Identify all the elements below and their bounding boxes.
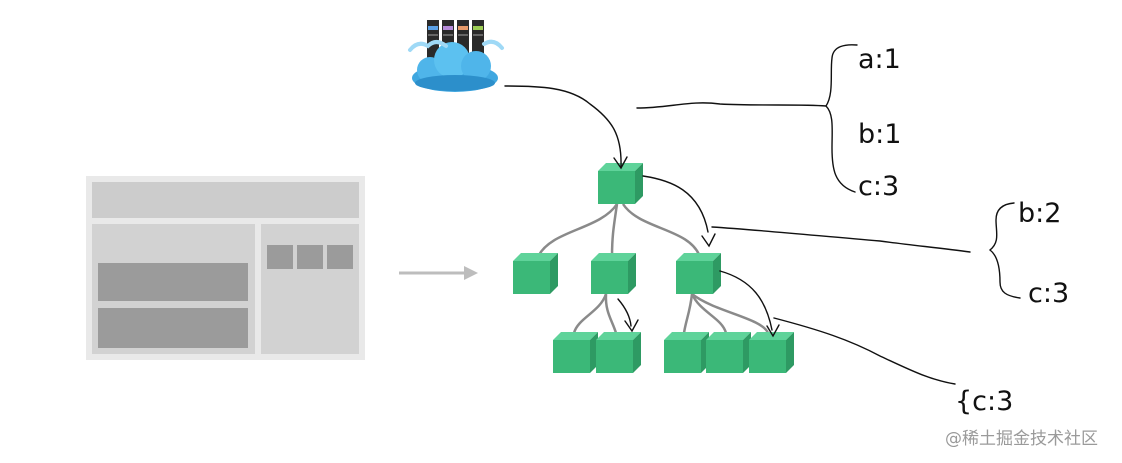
node-leaf-1 bbox=[553, 332, 598, 373]
leaf-state-annotation: {c:3 bbox=[955, 386, 1013, 417]
mid-state-c: c:3 bbox=[1028, 278, 1069, 309]
root-state-annotation: a:1 b:1 c:3 bbox=[858, 44, 901, 202]
node-root bbox=[598, 163, 643, 204]
node-leaf-2 bbox=[596, 332, 641, 373]
node-leaf-3 bbox=[664, 332, 709, 373]
root-state-c: c:3 bbox=[858, 171, 899, 202]
node-leaf-5 bbox=[749, 332, 794, 373]
node-level1-middle bbox=[591, 253, 636, 294]
node-leaf-4 bbox=[706, 332, 751, 373]
node-level1-left bbox=[513, 253, 558, 294]
tree-nodes bbox=[513, 163, 794, 373]
root-state-a: a:1 bbox=[858, 44, 901, 75]
mid-state-annotation: b:2 c:3 bbox=[1018, 198, 1069, 309]
hand-drawn-lines bbox=[504, 44, 1021, 385]
mid-state-b: b:2 bbox=[1018, 198, 1061, 229]
render-arrow bbox=[399, 266, 478, 280]
page-layout-icon bbox=[86, 176, 365, 360]
leaf-state-c: {c:3 bbox=[955, 386, 1013, 417]
watermark: @稀土掘金技术社区 bbox=[945, 429, 1098, 449]
cloud-server-icon bbox=[408, 20, 504, 92]
node-level1-right bbox=[676, 253, 721, 294]
root-state-b: b:1 bbox=[858, 119, 901, 150]
tree-edges bbox=[536, 203, 770, 334]
